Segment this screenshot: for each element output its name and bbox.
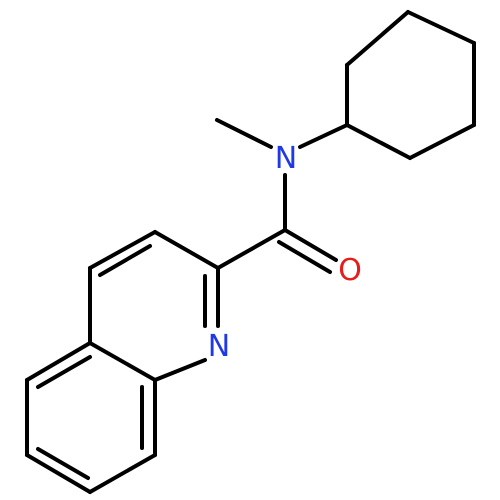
carbonyl-quinoline-bond: [216, 228, 287, 270]
n-methyl-bond: [215, 118, 273, 149]
cyclohexane-bond-5: [408, 123, 476, 160]
n-cyclohexyl-bond: [298, 123, 349, 149]
amide-nitrogen-label: N: [275, 141, 297, 176]
carbonyl-double-bond-inner: [277, 240, 332, 274]
quinoline-c3-c4-double-inner: [98, 244, 152, 277]
quinoline-c3-c4-bond: [88, 230, 157, 270]
cyclohexane-bond-6: [345, 123, 412, 160]
bond-lines: [25, 10, 476, 494]
quinoline-c7-c6-bond: [25, 453, 92, 494]
cyclohexane-bond-2: [345, 10, 410, 67]
quinoline-nitrogen-label: N: [208, 329, 230, 364]
quinoline-c8-c7-bond: [88, 453, 157, 494]
quinoline-c7-c6-double-inner: [36, 447, 90, 480]
quinoline-c5-c4a-bond: [25, 341, 92, 382]
quinoline-c4a-c8a-bond: [88, 341, 157, 382]
carbonyl-double-bond-outer: [283, 228, 338, 262]
quinoline-c2-c3-bond: [153, 230, 220, 270]
quinoline-n1-c8a-bond: [153, 358, 207, 382]
cyclohexane-bond-3: [406, 10, 476, 45]
quinoline-c5-c4a-double-inner: [36, 355, 92, 389]
carbonyl-oxygen-label: O: [338, 253, 362, 288]
